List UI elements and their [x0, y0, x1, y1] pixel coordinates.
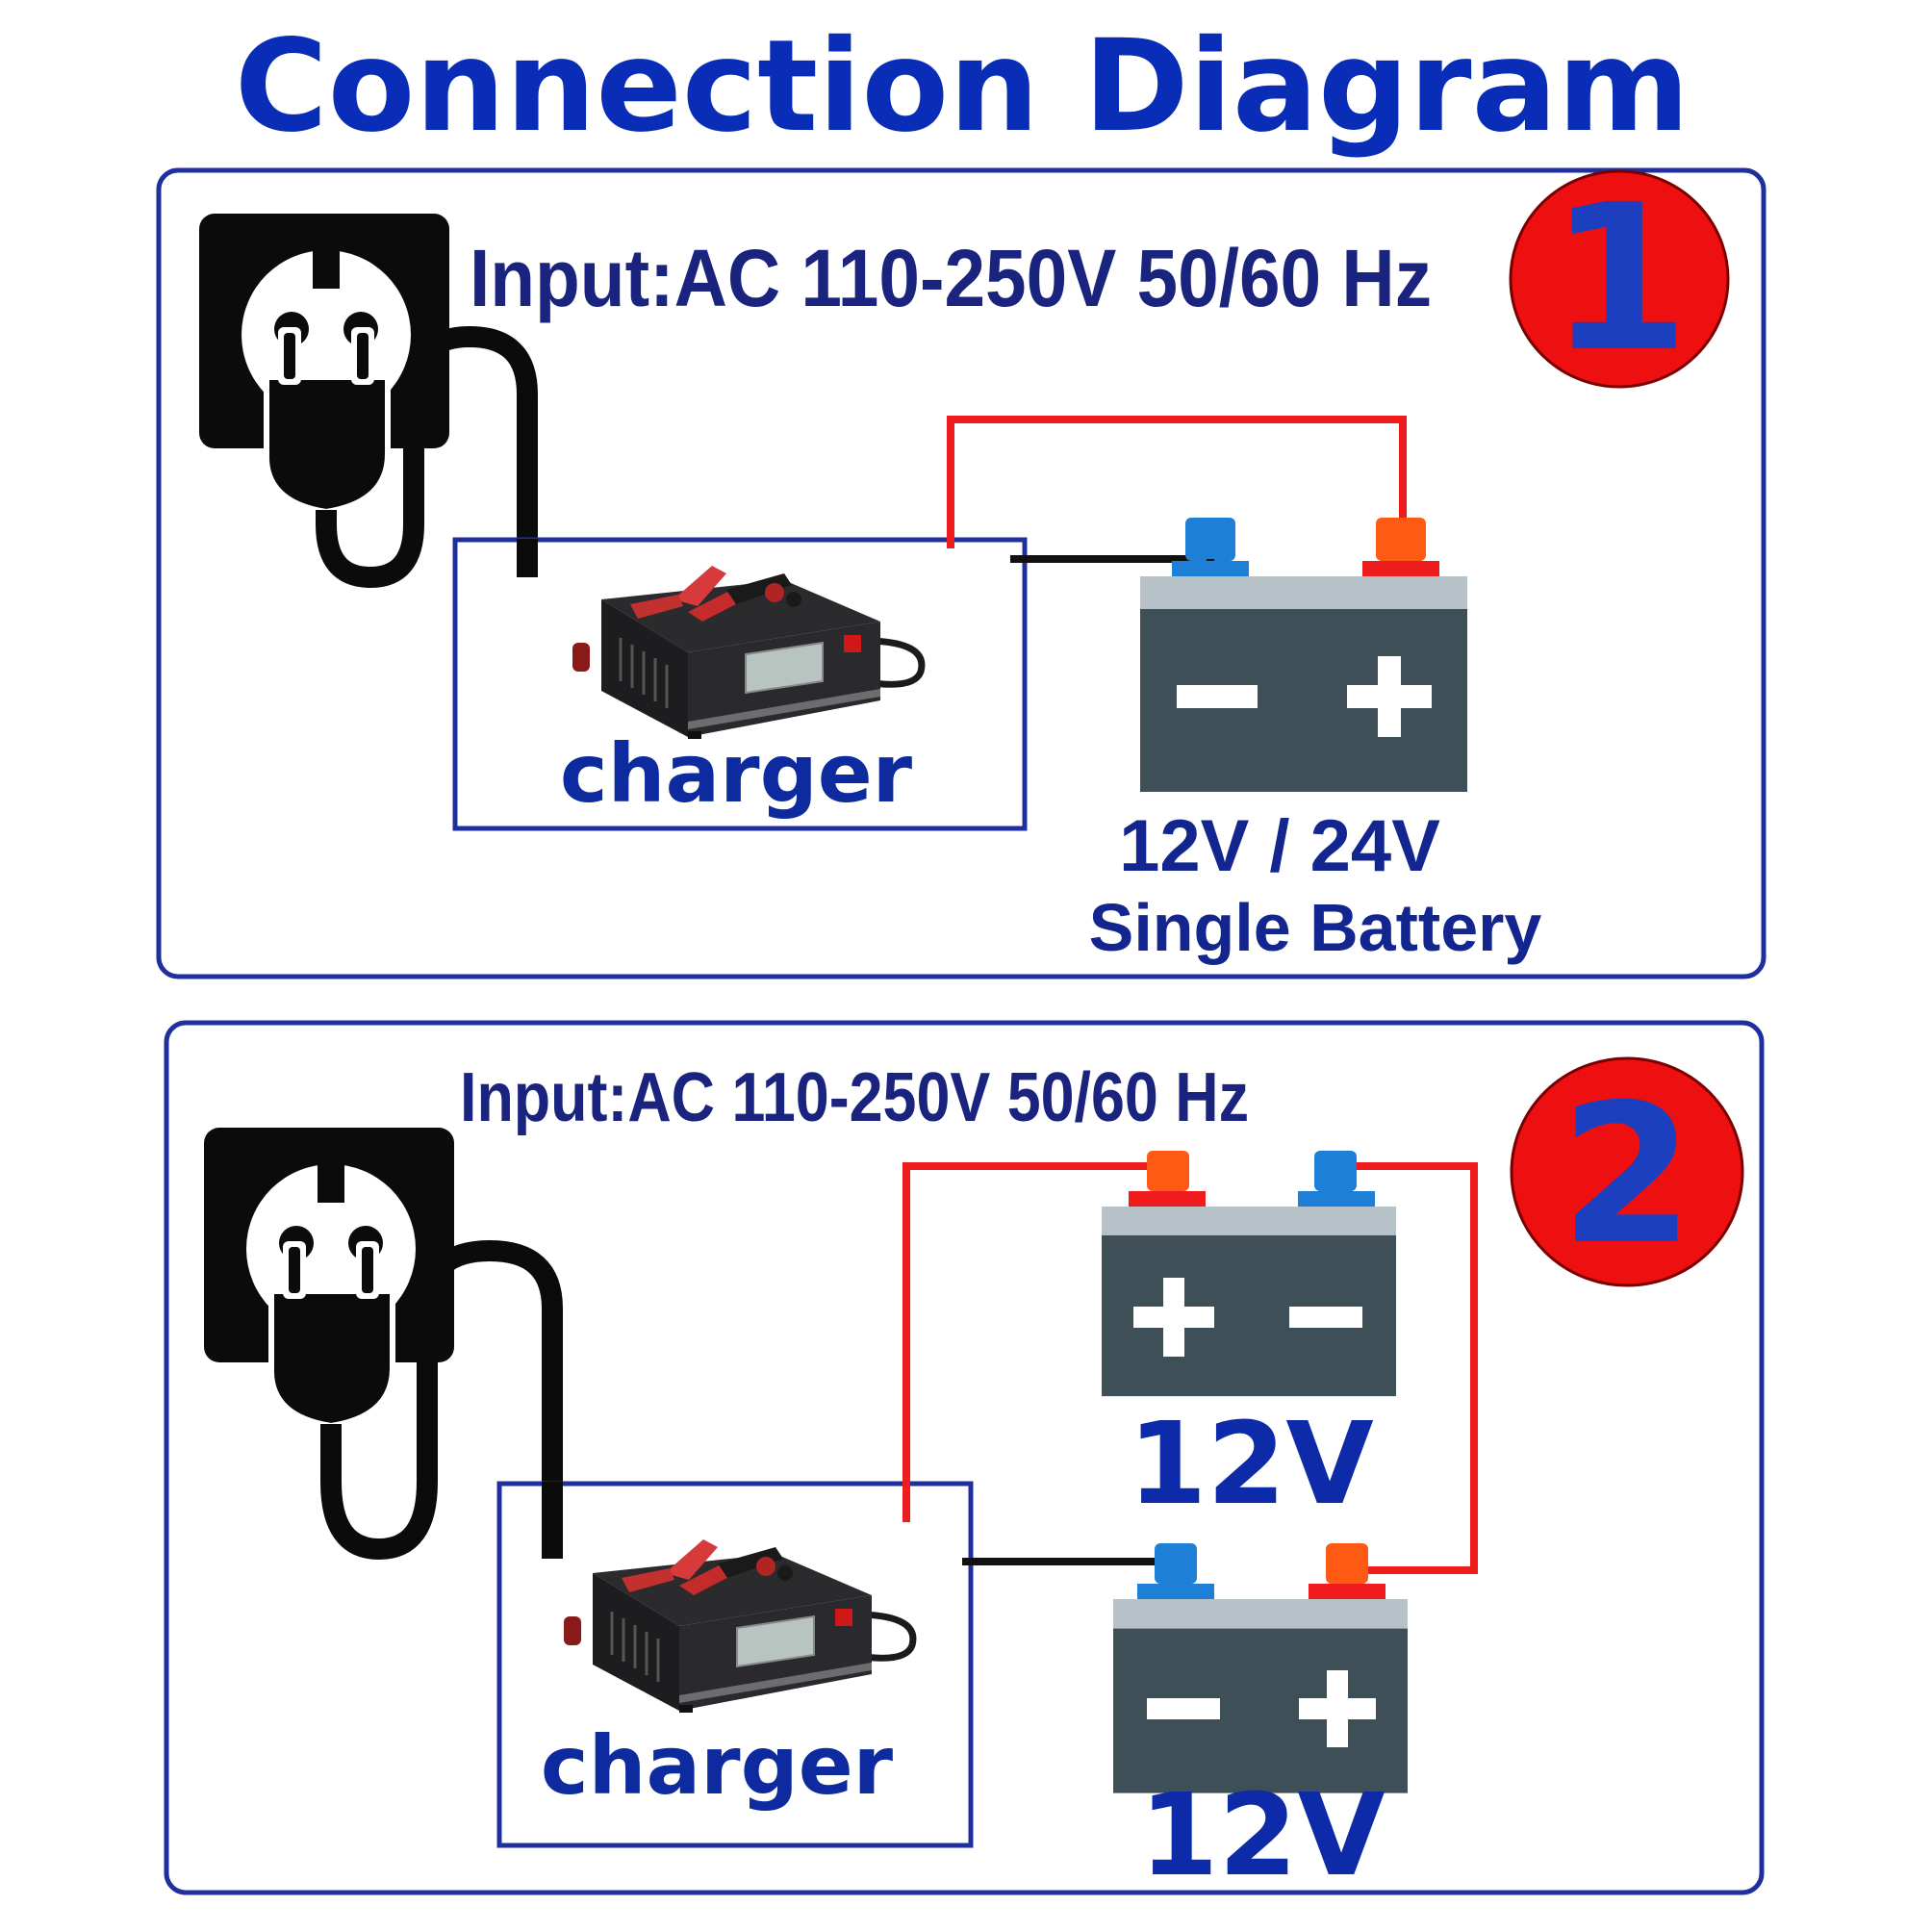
panel-1-frame: [156, 167, 1767, 979]
panel-2-top-plus-sign: [1133, 1278, 1214, 1357]
panel-2-frame: [164, 1020, 1765, 1895]
panel-2-number-badge: 2: [1510, 1056, 1744, 1287]
panel-2-top-battery-label: 12V: [1128, 1397, 1374, 1530]
panel-2-bottom-minus-sign: [1147, 1698, 1220, 1719]
panel-1: 1 Input:AC 110-250V 50/60 Hz charger: [156, 161, 1767, 979]
panel-2-bottom-battery-icon: [1113, 1543, 1408, 1793]
panel-1-battery-voltage: 12V / 24V: [1119, 805, 1440, 887]
panel-1-battery-caption: Single Battery: [1089, 890, 1542, 965]
panel-2-number: 2: [1560, 1063, 1693, 1287]
panel-1-plus-sign: [1347, 656, 1432, 737]
panel-2-bottom-battery-label: 12V: [1139, 1768, 1385, 1901]
panel-2-top-minus-sign: [1289, 1307, 1362, 1328]
panel-2-power-cable: [320, 1240, 563, 1560]
panel-1-number-badge: 1: [1509, 161, 1730, 396]
panel-1-charger-label: charger: [560, 726, 913, 821]
panel-1-input-spec: Input:AC 110-250V 50/60 Hz: [470, 233, 1432, 323]
panel-1-power-cable: [316, 326, 538, 588]
panel-2-charger-device-image: [535, 1520, 929, 1713]
panel-1-battery-icon: [1140, 518, 1467, 792]
panel-1-number: 1: [1549, 161, 1690, 396]
panel-2-positive-wire: [902, 1162, 1166, 1522]
panel-1-minus-sign: [1177, 685, 1258, 708]
panel-2: 2 Input:AC 110-250V 50/60 Hz charger: [164, 1020, 1765, 1901]
panel-1-positive-wire: [947, 416, 1407, 548]
panel-2-input-spec: Input:AC 110-250V 50/60 Hz: [460, 1059, 1249, 1136]
page-title: Connection Diagram: [235, 13, 1690, 161]
panel-1-charger-device-image: [544, 547, 938, 739]
panel-2-series-wire: [1335, 1162, 1478, 1574]
panel-2-bottom-plus-sign: [1299, 1670, 1376, 1747]
panel-2-top-battery-icon: [1102, 1151, 1396, 1397]
panel-2-charger-label: charger: [541, 1718, 894, 1813]
